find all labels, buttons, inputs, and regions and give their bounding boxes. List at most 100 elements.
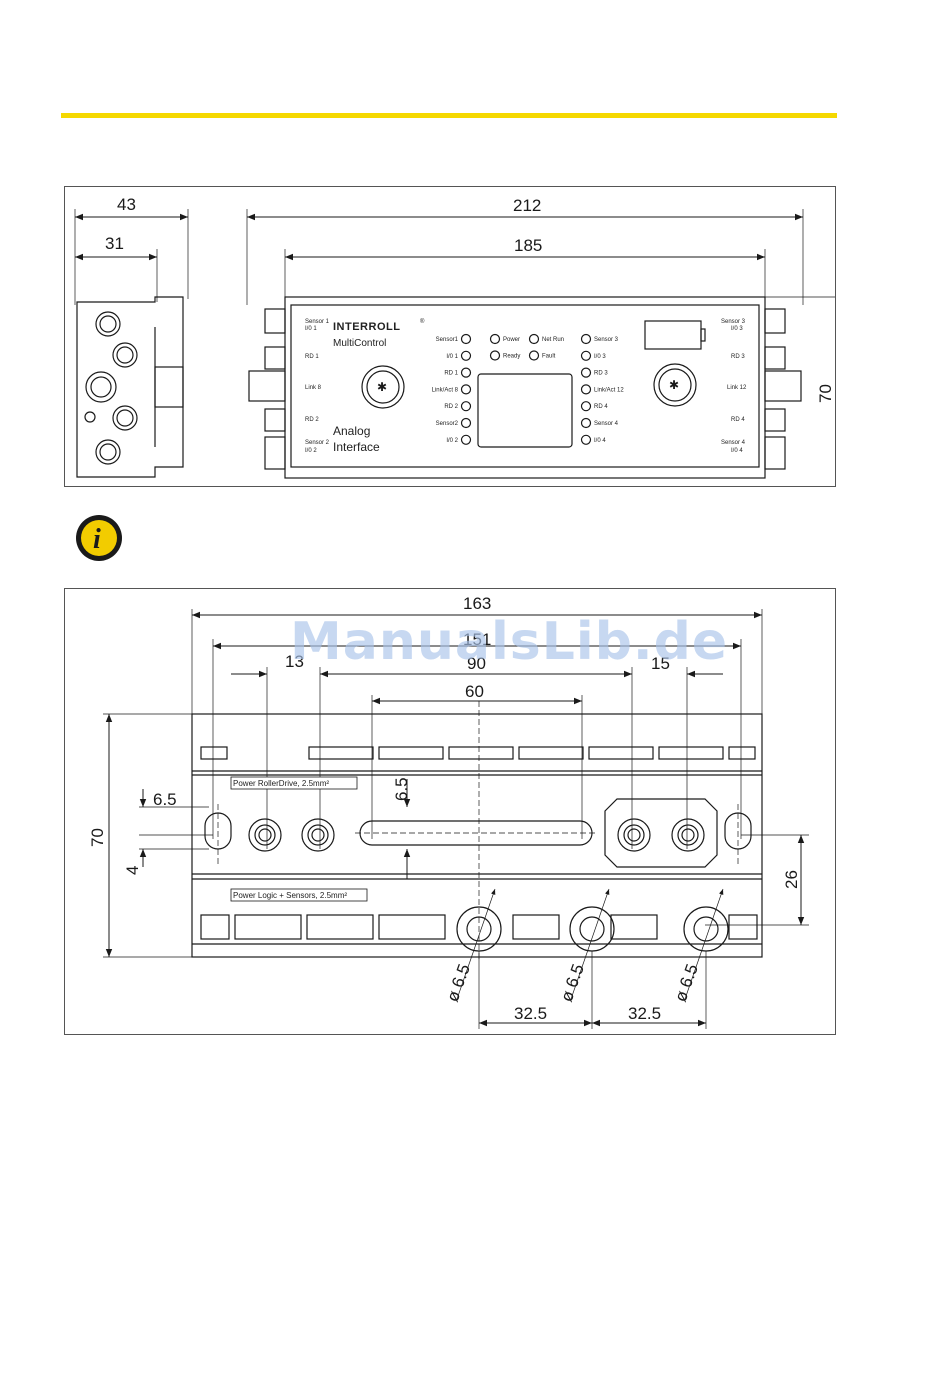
port-label: RD 2 <box>305 417 319 423</box>
interface-line-2: Interface <box>333 440 380 454</box>
led-column-right: Sensor 3 I/0 3 RD 3 Link/Act 12 RD 4 Sensor 4… <box>580 333 624 445</box>
led-label: Sensor 4 <box>594 421 619 427</box>
led-indicator <box>460 434 472 445</box>
svg-text:✱: ✱ <box>377 380 387 394</box>
led-label: RD 3 <box>594 371 608 377</box>
port-label: Sensor 3 <box>721 319 746 325</box>
led-label: I/0 4 <box>594 438 606 444</box>
dim-15-label: 15 <box>651 654 670 673</box>
dim-185: 185 <box>284 236 766 297</box>
port-label: Link 8 <box>305 385 322 391</box>
led-indicator <box>528 350 540 361</box>
bottom-drawing-svg: 163 151 13 90 15 60 70 26 <box>88 594 809 1029</box>
port-label: Sensor 4 <box>721 440 746 446</box>
dim-90-label: 90 <box>467 654 486 673</box>
left-port-labels: Sensor 1 I/0 1 RD 1 Link 8 RD 2 Sensor 2… <box>305 319 330 454</box>
dim-212-label: 212 <box>513 196 541 215</box>
dim-6-5-h-label: 6.5 <box>153 790 177 809</box>
dim-13-label: 13 <box>285 652 304 671</box>
port-label: Link 12 <box>727 385 747 391</box>
wire-label-box-power <box>230 776 358 790</box>
side-view <box>76 296 184 478</box>
dimension-drawing-top: 43 31 212 185 70 <box>64 186 836 487</box>
led-label: RD 2 <box>444 404 458 410</box>
dim-43-label: 43 <box>117 195 136 214</box>
port-label: I/0 4 <box>731 448 743 454</box>
front-view: ✱ ✱ <box>248 296 802 479</box>
dim-70-bottom: 70 <box>88 713 192 958</box>
dim-6-5-v-label: 6.5 <box>392 777 411 801</box>
led-indicator <box>580 367 592 378</box>
led-label: Link/Act 12 <box>594 387 624 393</box>
led-indicator <box>460 401 472 412</box>
info-icon: i <box>74 513 124 563</box>
right-port-labels: Sensor 3 I/0 3 RD 3 Link 12 RD 4 Sensor … <box>721 319 747 454</box>
brand-mark: ® <box>420 318 425 325</box>
port-label: RD 1 <box>305 354 319 360</box>
dim-163: 163 <box>191 594 763 714</box>
led-label: RD 4 <box>594 404 608 410</box>
led-indicator <box>580 350 592 361</box>
dim-26: 26 <box>705 834 809 926</box>
dim-151-label: 151 <box>463 630 491 649</box>
svg-text:i: i <box>93 524 101 555</box>
port-label: Sensor 2 <box>305 440 330 446</box>
dim-6-5-hole: 6.5 4 <box>123 789 213 875</box>
dim-diameters: ø 6.5 ø 6.5 ø 6.5 32.5 32.5 <box>443 888 724 1029</box>
led-label: I/0 2 <box>446 438 458 444</box>
led-label: Sensor 3 <box>594 337 619 343</box>
wire-label-power: Power RollerDrive, 2.5mm² <box>233 779 329 788</box>
port-label: RD 3 <box>731 354 745 360</box>
dim-4-label: 4 <box>123 866 142 875</box>
led-label: Sensor1 <box>436 337 459 343</box>
led-indicator <box>489 333 501 345</box>
dim-32-5-b-label: 32.5 <box>628 1004 661 1023</box>
led-label: Fault <box>542 354 556 360</box>
dim-60-label: 60 <box>465 682 484 701</box>
led-label: I/0 1 <box>446 354 458 360</box>
wire-label-box-logic <box>230 888 368 902</box>
dim-185-label: 185 <box>514 236 542 255</box>
top-drawing-svg: 43 31 212 185 70 <box>74 195 835 479</box>
led-label: Sensor2 <box>436 421 459 427</box>
led-label: Net Run <box>542 337 564 343</box>
led-indicator <box>580 417 592 429</box>
led-indicator <box>489 350 501 361</box>
watermark: ManualsLib.de <box>290 612 729 672</box>
interface-line-1: Analog <box>333 424 370 438</box>
dim-151: 151 <box>212 630 742 839</box>
mounting-plate <box>191 713 763 958</box>
dim-31-label: 31 <box>105 234 124 253</box>
dia-label: ø 6.5 <box>671 961 702 1004</box>
port-label: I/0 1 <box>305 326 317 332</box>
led-indicator <box>580 384 592 395</box>
led-label: Power <box>503 337 520 343</box>
dim-60: 60 <box>371 682 583 839</box>
port-label: Sensor 1 <box>305 319 330 325</box>
dim-70-bottom-label: 70 <box>88 828 107 847</box>
dim-32-5-a-label: 32.5 <box>514 1004 547 1023</box>
led-indicator <box>460 417 472 429</box>
port-label: I/0 3 <box>731 326 743 332</box>
dim-26-label: 26 <box>782 870 801 889</box>
led-indicator <box>460 350 472 361</box>
dim-70-top-label: 70 <box>816 384 835 403</box>
dim-70-top: 70 <box>765 296 835 403</box>
led-label: I/0 3 <box>594 354 606 360</box>
led-indicator <box>460 367 472 378</box>
led-indicator <box>528 333 540 345</box>
led-label: Link/Act 8 <box>432 387 459 393</box>
brand-name: INTERROLL <box>333 321 400 333</box>
led-label: RD 1 <box>444 371 458 377</box>
dim-43: 43 <box>74 195 189 305</box>
accent-bar <box>61 113 837 118</box>
led-indicator <box>460 333 472 345</box>
dimension-drawing-bottom: 163 151 13 90 15 60 70 26 <box>64 588 836 1035</box>
port-label: RD 4 <box>731 417 745 423</box>
led-indicator <box>580 434 592 445</box>
port-label: I/0 2 <box>305 448 317 454</box>
led-indicator <box>460 384 472 395</box>
